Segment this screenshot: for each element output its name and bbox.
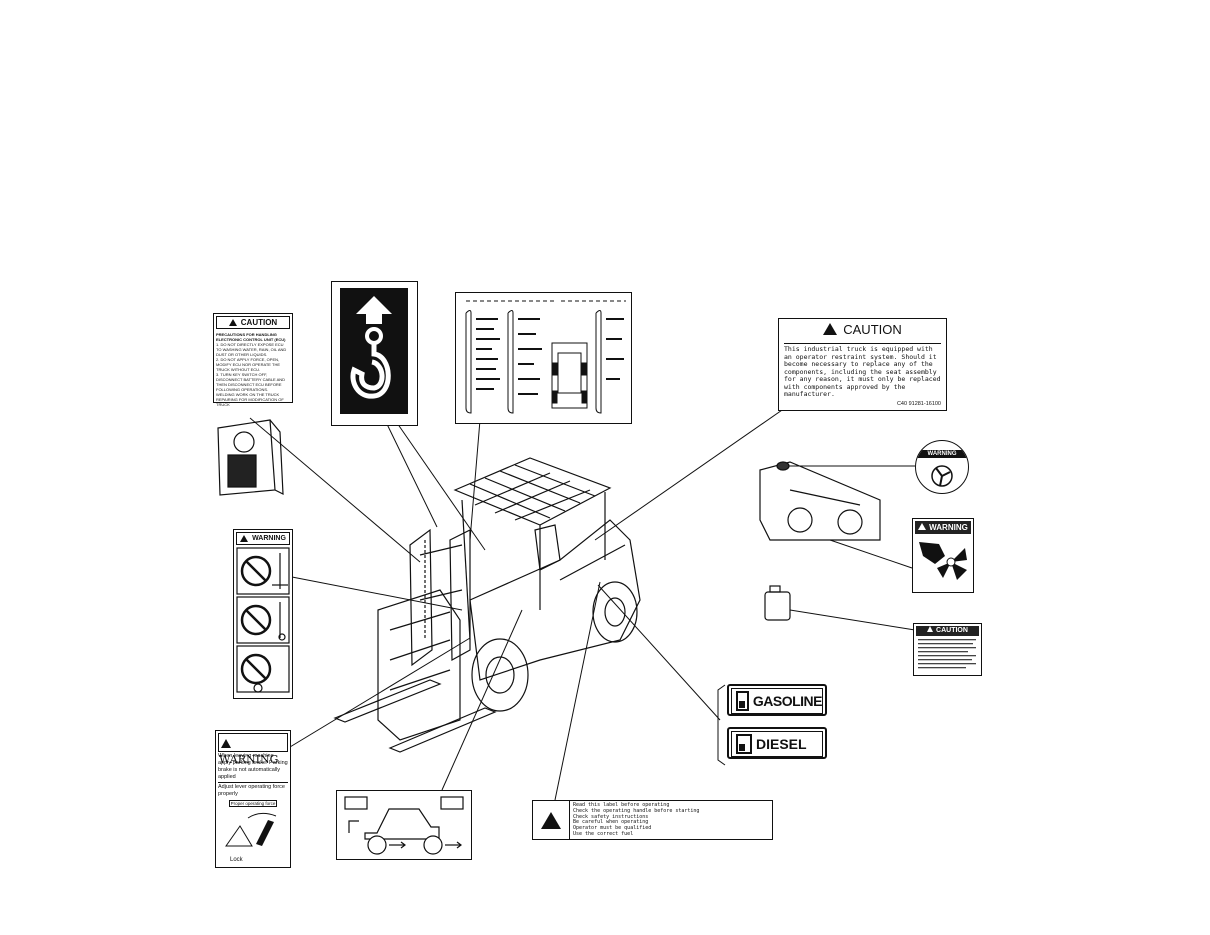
parking-warning-heading: WARNING [219, 753, 279, 766]
ecu-caution-title: PRECAUTIONS FOR HANDLING ELECTRONIC CONT… [216, 332, 286, 342]
fan-hazard-icon [931, 465, 953, 487]
pinch-warning-heading: WARNING [252, 535, 286, 542]
fuel-pump-icon [736, 734, 752, 754]
fan-warning-label: WARNING [915, 440, 969, 494]
radiator-illustration [759, 461, 881, 541]
radiator-warning-label: WARNING [912, 518, 974, 593]
warning-triangle-icon [918, 523, 927, 530]
parking-warning-line2: Adjust lever operating force properly [218, 784, 285, 797]
ecu-caution-item: 3. TURN KEY SWITCH OFF, DISCONNECT BATTE… [216, 372, 286, 392]
warning-triangle-icon [927, 626, 934, 632]
gasoline-text: GASOLINE [752, 693, 823, 709]
parking-warning-lock: Lock [230, 857, 243, 863]
seat-caution-part-number: C40 91281-16100 [896, 400, 941, 407]
direction-pictogram-label [336, 790, 472, 860]
travel-direction-icon [344, 796, 464, 855]
coolant-jug-illustration [764, 585, 791, 621]
warning-triangle-icon [228, 319, 237, 327]
warning-triangle-icon [240, 534, 249, 542]
warning-triangle-icon [221, 738, 231, 748]
leader-lines [249, 407, 916, 801]
bottom-caution-line: Read this label before operating [573, 802, 670, 808]
forklift-illustration [333, 457, 641, 753]
bottom-caution-line: Be careful when operating [573, 819, 649, 826]
gasoline-fuel-label: GASOLINE [727, 684, 827, 716]
no-standing-pictograms [236, 547, 290, 693]
diesel-text: DIESEL [756, 736, 807, 752]
bottom-caution-line: Check safety instructions [573, 813, 649, 820]
brake-lever-icon [225, 812, 277, 847]
hook-label [331, 281, 418, 426]
seat-caution-label: CAUTION This industrial truck is equippe… [778, 318, 947, 411]
parking-brake-warning-label: WARNING When leaving machine apply parki… [215, 730, 291, 868]
ecu-caution-label: CAUTION PRECAUTIONS FOR HANDLING ELECTRO… [213, 313, 293, 407]
warning-triangle-icon [823, 323, 838, 335]
pinch-warning-label: WARNING [233, 529, 293, 699]
fan-warning-heading: WARNING [916, 450, 968, 458]
radiator-warning-heading: WARNING [929, 523, 968, 532]
parking-warning-line1: When leaving machine apply parking brake… [218, 752, 288, 783]
bottom-caution-line: Check the operating handle before starti… [573, 807, 700, 814]
coolant-caution-heading: CAUTION [936, 627, 968, 634]
ecu-box-illustration [217, 419, 284, 496]
diesel-fuel-label: DIESEL [727, 727, 827, 759]
ecu-caution-item: 2. DO NOT APPLY FORCE, OPEN, MODIFY ECU … [216, 357, 281, 372]
fuel-pump-icon [736, 691, 749, 711]
warning-triangle-icon [541, 811, 561, 829]
parking-warning-force-box: Proper operating force [229, 800, 277, 807]
ecu-caution-item: REPAIRING FOR MODIFICATION OF TRUCK [216, 397, 284, 407]
lifting-hook-icon [340, 288, 408, 414]
seat-caution-body: This industrial truck is equipped with a… [784, 345, 941, 398]
seat-caution-heading: CAUTION [843, 322, 902, 337]
bottom-caution-label: Read this label before operating Check t… [532, 800, 773, 840]
coolant-text-lines [918, 639, 976, 669]
ecu-caution-item: 1. DO NOT DIRECTLY EXPOSE ECU TO WASHING… [216, 342, 287, 357]
lever-diagram-icon [465, 300, 626, 414]
ecu-caution-item: WELDING WORK ON THE TRUCK [216, 392, 280, 397]
coolant-caution-label: CAUTION [913, 623, 982, 676]
ecu-caution-heading: CAUTION [240, 318, 278, 327]
bottom-caution-line: Use the correct fuel [573, 830, 634, 837]
lever-position-label [455, 292, 632, 424]
bottom-caution-line: Operator must be qualified [573, 825, 652, 832]
hand-fan-hazard-icon [919, 542, 967, 580]
